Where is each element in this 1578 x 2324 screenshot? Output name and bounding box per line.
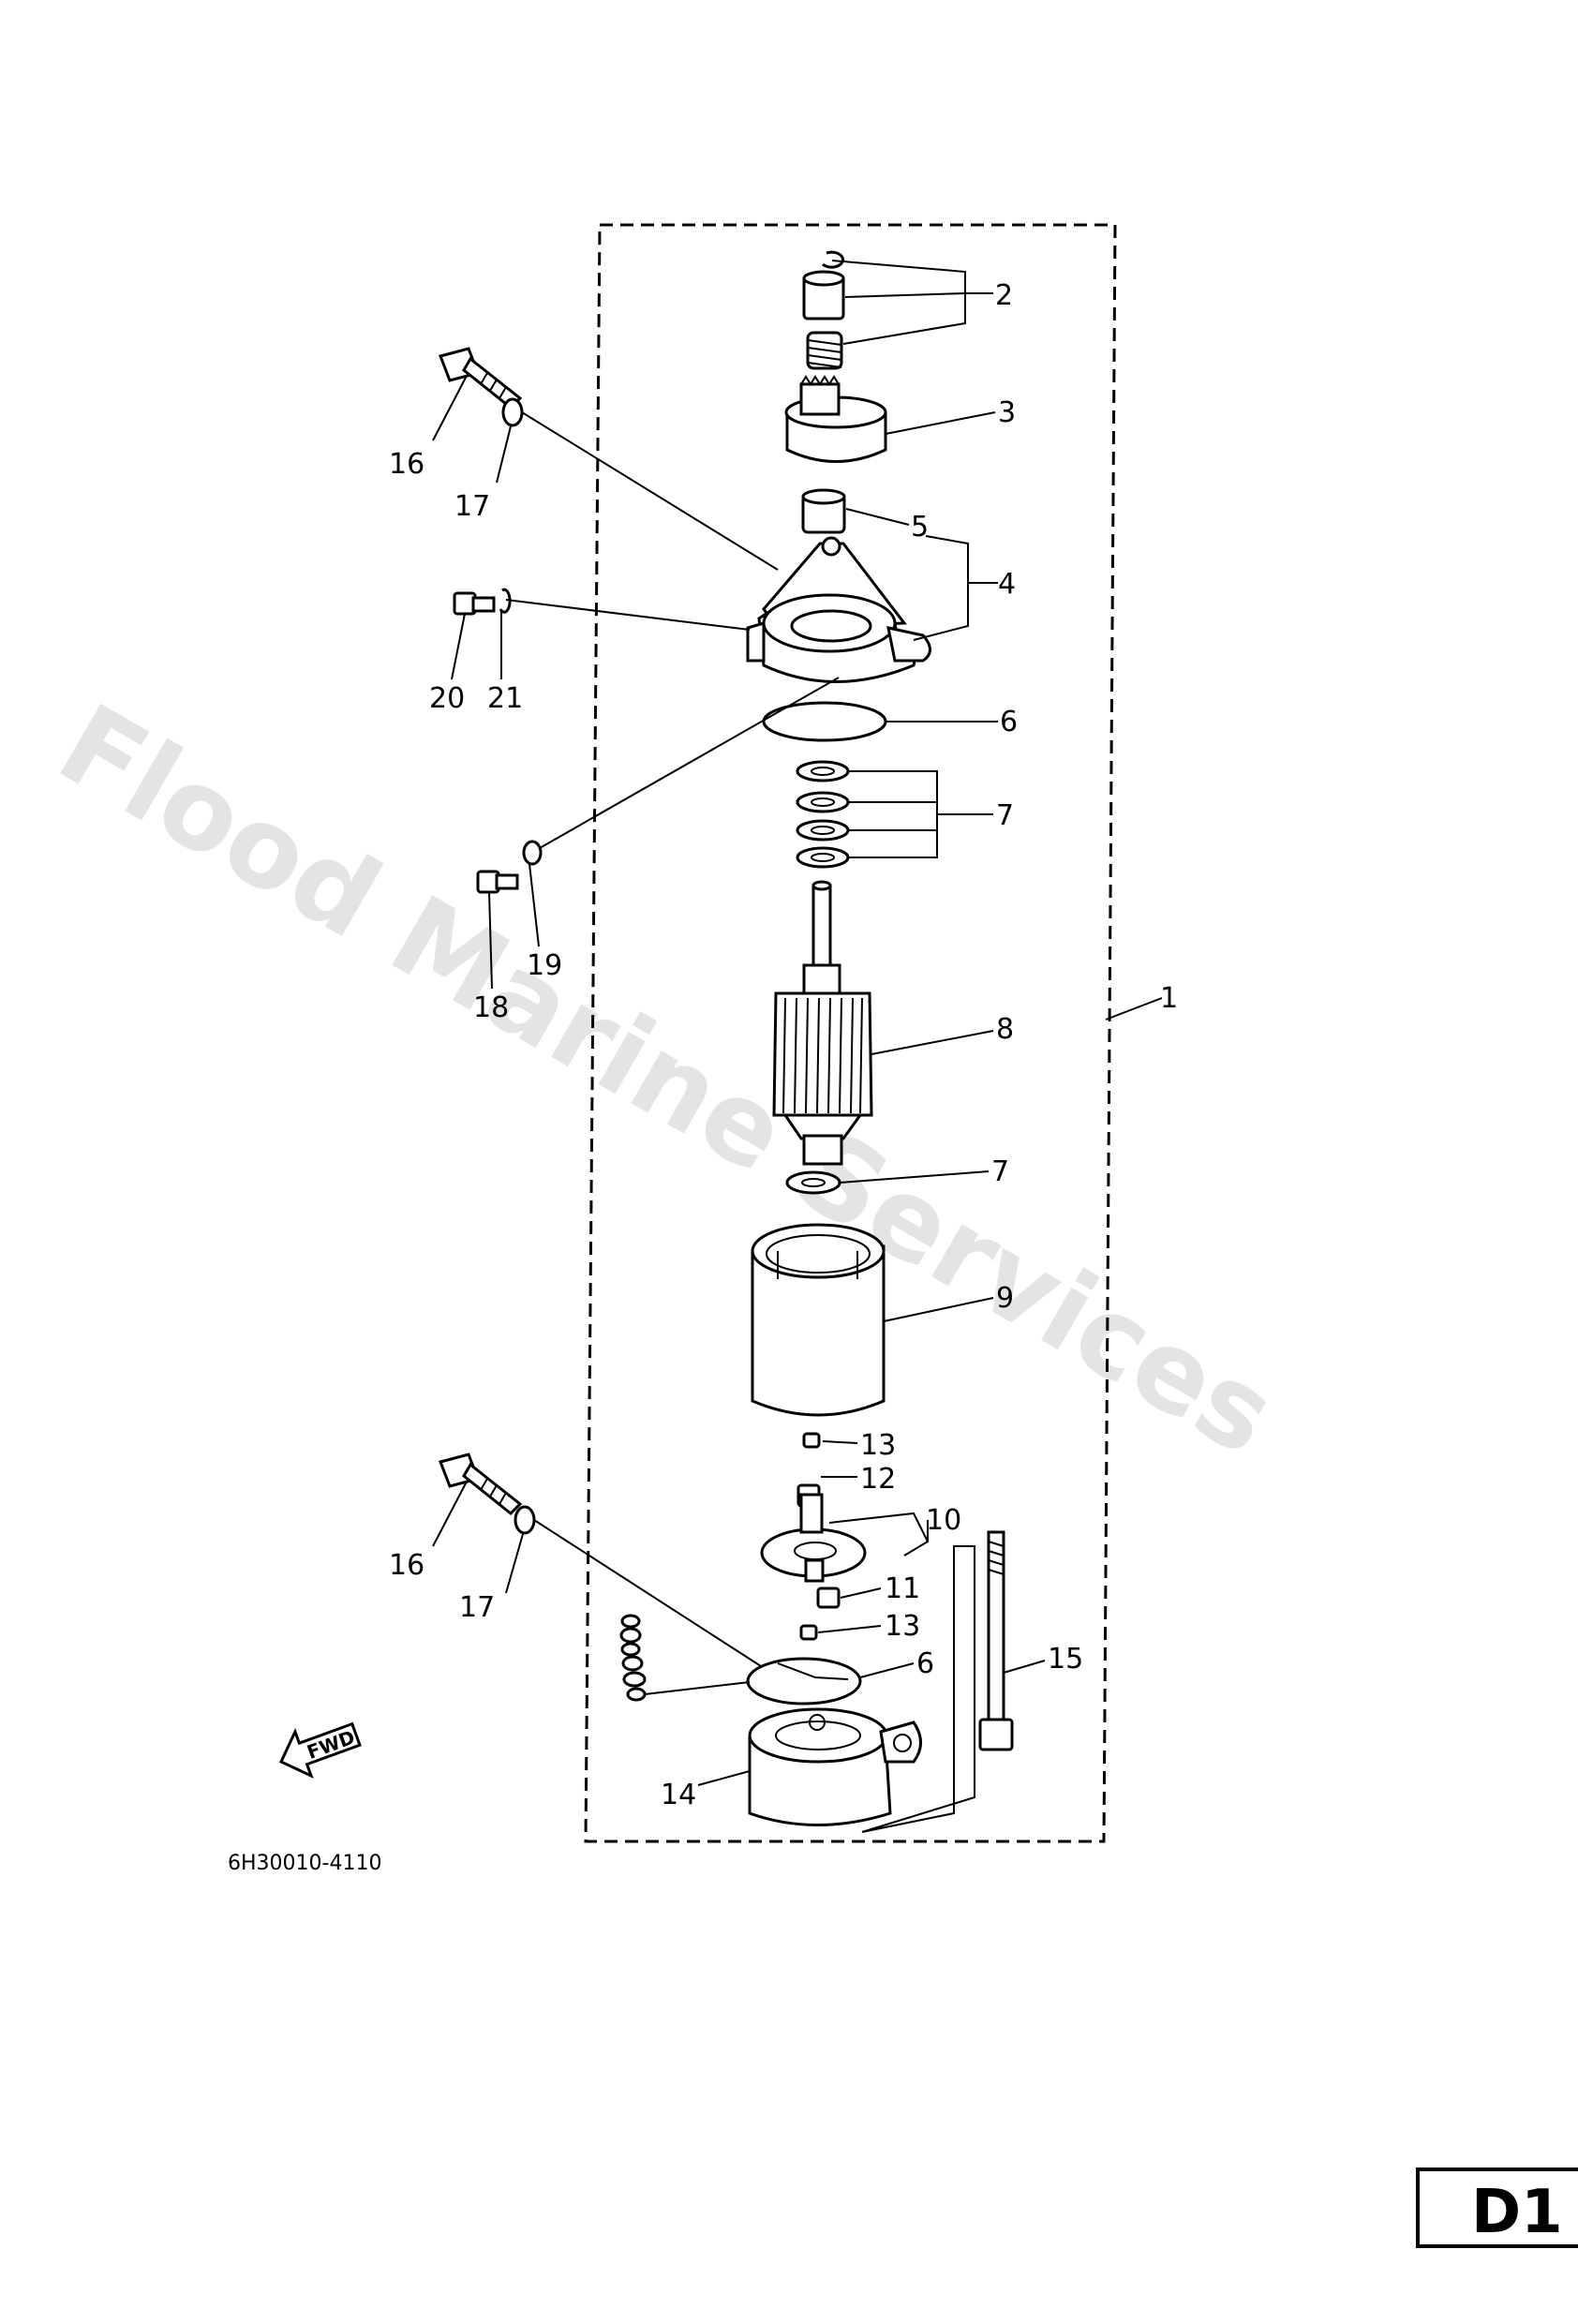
page-id-box: D1: [1416, 2168, 1578, 2248]
washer-19: [522, 840, 543, 866]
callout-13-upper: 13: [860, 1429, 896, 1462]
o-ring-upper: [762, 701, 887, 742]
callout-5: 5: [911, 511, 929, 544]
callout-21: 21: [487, 682, 523, 715]
callout-6-upper: 6: [1000, 706, 1018, 738]
bolt-16-upper: [439, 347, 523, 410]
pinion-stopper: [802, 270, 845, 320]
fwd-arrow-icon: FWD: [279, 1721, 362, 1779]
callout-17-upper: 17: [454, 490, 490, 523]
brush-holder: [760, 1493, 867, 1583]
callout-8: 8: [996, 1013, 1014, 1046]
callout-3: 3: [998, 396, 1016, 429]
bolt-18: [476, 870, 519, 894]
washer-17-upper: [501, 397, 524, 427]
thrust-washers: [796, 760, 850, 869]
o-ring-fold: [777, 1662, 849, 1680]
callout-15: 15: [1048, 1643, 1083, 1676]
callout-13-lower: 13: [885, 1610, 920, 1643]
callout-6-lower: 6: [916, 1647, 934, 1680]
callout-20: 20: [429, 682, 465, 715]
bushing: [801, 488, 846, 534]
washer-21: [499, 588, 512, 614]
bolt-16-lower: [439, 1452, 523, 1516]
callout-1: 1: [1160, 982, 1178, 1015]
page-id: D1: [1471, 2178, 1563, 2247]
callout-19: 19: [527, 949, 562, 982]
callout-18: 18: [473, 991, 509, 1024]
armature: [772, 880, 873, 1166]
callout-2: 2: [995, 279, 1013, 312]
through-bolt: [978, 1530, 1014, 1751]
diagram-code: 6H30010-4110: [228, 1852, 381, 1875]
callout-10: 10: [926, 1504, 961, 1537]
callout-16-upper: 16: [389, 448, 424, 481]
pinion-spring: [806, 331, 843, 370]
callout-17-lower: 17: [459, 1591, 495, 1624]
washer-17-lower: [514, 1505, 536, 1535]
callout-12: 12: [860, 1463, 896, 1496]
yoke: [751, 1223, 886, 1417]
leader-lines: [432, 260, 1163, 1833]
assembly-boundary: [584, 223, 1117, 1843]
front-bracket: [746, 536, 931, 683]
bolt-20: [453, 591, 496, 616]
callout-4: 4: [998, 568, 1016, 601]
brushes: [799, 1587, 841, 1641]
thrust-washer-lower: [785, 1170, 841, 1195]
rear-bracket: [748, 1707, 922, 1826]
o-ring-lower: [746, 1657, 862, 1706]
callout-7-lower: 7: [991, 1155, 1009, 1188]
callout-16-lower: 16: [389, 1549, 424, 1582]
callout-14: 14: [661, 1779, 696, 1811]
callout-9: 9: [996, 1282, 1014, 1315]
pinion-drive: [784, 375, 887, 463]
callout-11: 11: [885, 1572, 920, 1605]
callout-7-upper: 7: [996, 799, 1014, 832]
terminal-nuts: [619, 1614, 647, 1702]
